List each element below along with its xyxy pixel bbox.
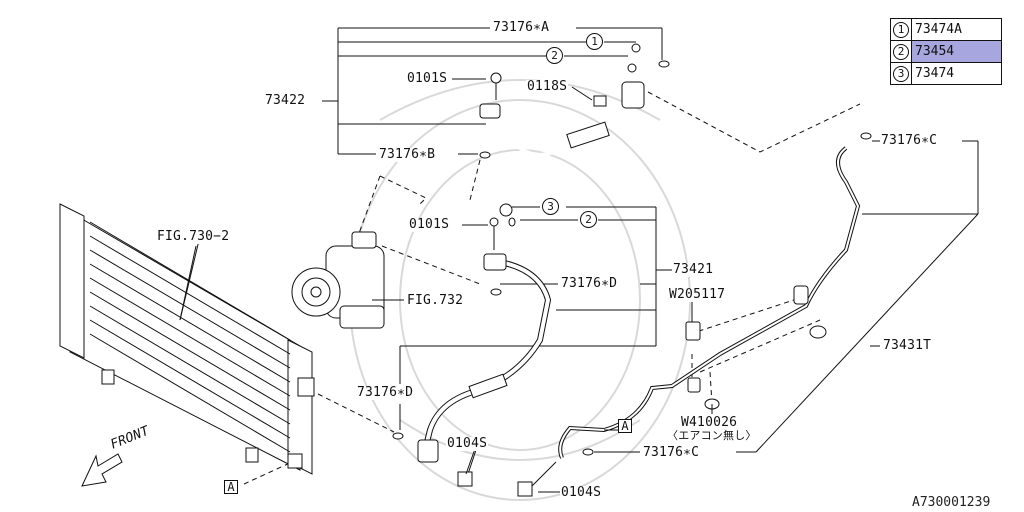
bracket-73422 — [322, 27, 663, 155]
legend-row[interactable]: 2 73454 — [890, 40, 1002, 63]
callout-w410026[interactable]: W410026 — [680, 415, 739, 430]
callout-0101s-lower[interactable]: 0101S — [408, 217, 451, 232]
callout-fig-732[interactable]: FIG.732 — [406, 293, 465, 308]
hose-73422 — [479, 43, 670, 159]
dashed-guides — [243, 91, 861, 485]
callout-73176-c-bottom[interactable]: 73176∗C — [642, 445, 701, 460]
callout-w205117[interactable]: W205117 — [668, 287, 727, 302]
callout-73176-d-right[interactable]: 73176∗D — [560, 276, 619, 291]
note-no-ac: 〈エアコン無し〉 — [666, 429, 758, 442]
callout-73431t[interactable]: 73431T — [882, 338, 933, 353]
callout-0101s-upper[interactable]: 0101S — [406, 71, 449, 86]
callout-0104s-mid[interactable]: 0104S — [446, 436, 489, 451]
parts-legend: 1 73474A 2 73454 3 73474 — [890, 18, 1002, 85]
circled-2-top[interactable]: 2 — [546, 47, 563, 64]
figure-code: A730001239 — [912, 495, 991, 510]
circled-3-mid[interactable]: 3 — [542, 198, 559, 215]
callout-73176-a[interactable]: 73176∗A — [492, 20, 551, 35]
legend-row[interactable]: 1 73474A — [890, 18, 1002, 41]
callout-73176-c-top[interactable]: 73176∗C — [880, 133, 939, 148]
legend-part-3[interactable]: 73474 — [911, 62, 1002, 85]
condenser — [59, 203, 315, 475]
circled-1-top[interactable]: 1 — [586, 33, 603, 50]
callout-73176-d-left[interactable]: 73176∗D — [356, 385, 415, 400]
legend-num-2: 2 — [893, 43, 909, 60]
compressor — [291, 231, 404, 329]
legend-num-3: 3 — [893, 65, 909, 82]
legend-num-1: 1 — [893, 21, 909, 38]
callout-0104s-bottom[interactable]: 0104S — [560, 485, 603, 500]
legend-row[interactable]: 3 73474 — [890, 62, 1002, 85]
pipe-73431t — [517, 132, 872, 497]
ref-marker-a-right[interactable]: A — [618, 419, 632, 433]
bracket-73421 — [399, 206, 672, 430]
ref-marker-a-left[interactable]: A — [224, 480, 238, 494]
circled-2-mid[interactable]: 2 — [580, 211, 597, 228]
bracket-73431t — [594, 140, 979, 453]
callout-73421[interactable]: 73421 — [672, 262, 715, 277]
callout-0118s[interactable]: 0118S — [526, 79, 569, 94]
pipe-73421 — [392, 203, 552, 487]
legend-part-2[interactable]: 73454 — [911, 40, 1002, 63]
callout-73422[interactable]: 73422 — [264, 93, 307, 108]
callout-73176-b[interactable]: 73176∗B — [378, 147, 437, 162]
callout-fig-730-2[interactable]: FIG.730−2 — [156, 229, 231, 244]
front-arrow-icon — [81, 453, 123, 487]
legend-part-1[interactable]: 73474A — [911, 18, 1002, 41]
